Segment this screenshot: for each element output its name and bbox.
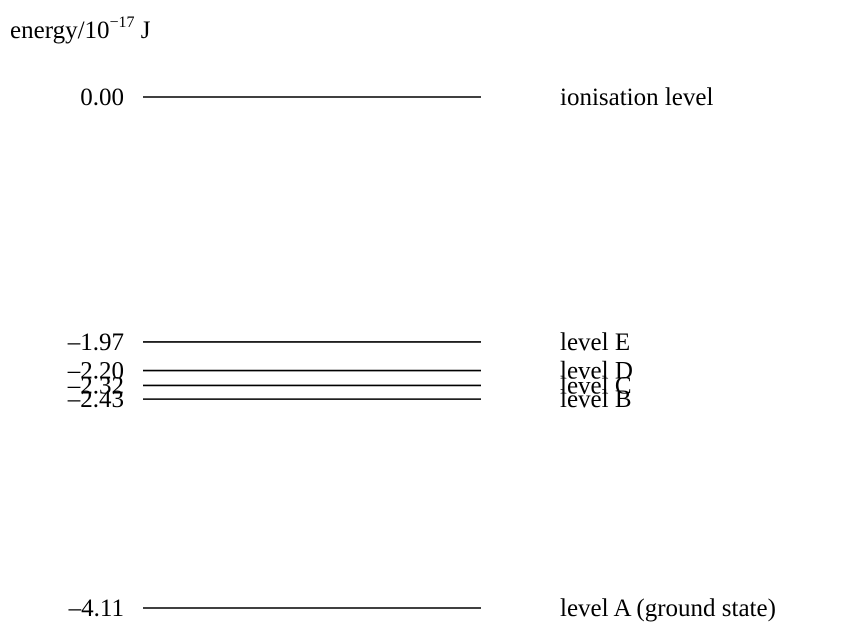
- energy-level-value: –4.11: [68, 595, 124, 622]
- energy-axis-label-unit: J: [135, 17, 151, 44]
- energy-level-value: –2.43: [67, 386, 124, 413]
- energy-axis-label-exponent: −17: [110, 14, 135, 31]
- energy-level-name: ionisation level: [560, 84, 713, 111]
- energy-level-name: level A (ground state): [560, 595, 776, 622]
- energy-level-value: –2.20: [67, 358, 124, 385]
- energy-level-name: level E: [560, 329, 630, 356]
- energy-levels: 0.00 ionisation level –1.97 level E –2.20 lev…: [67, 84, 776, 622]
- energy-axis-label-prefix: energy/10: [10, 17, 110, 44]
- energy-level-value: 0.00: [80, 84, 124, 111]
- energy-level-name: level B: [560, 386, 632, 413]
- energy-level-name: level D: [560, 358, 633, 385]
- energy-axis-label: energy/10−17 J: [10, 14, 151, 44]
- energy-level-value: –2.32: [67, 372, 124, 399]
- energy-level-value: –1.97: [67, 329, 124, 356]
- energy-level-name: level C: [560, 372, 632, 399]
